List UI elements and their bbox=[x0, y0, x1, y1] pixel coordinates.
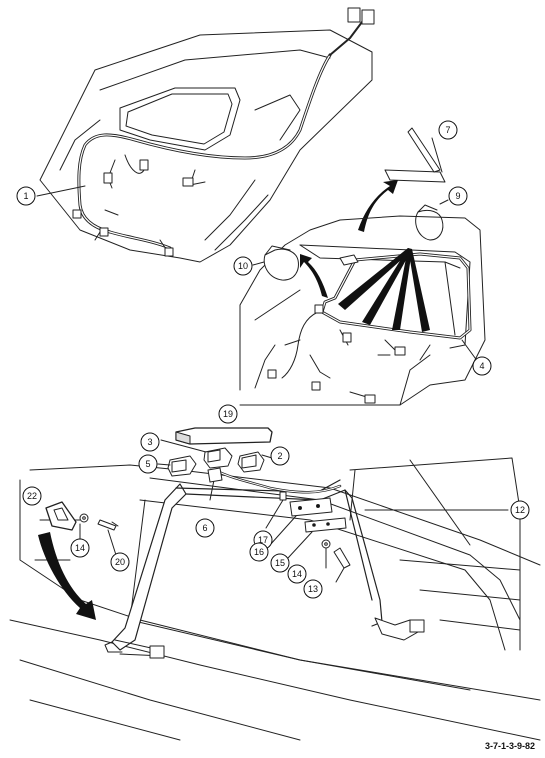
svg-text:13: 13 bbox=[308, 584, 318, 594]
svg-text:6: 6 bbox=[202, 523, 207, 533]
svg-text:9: 9 bbox=[455, 191, 460, 201]
svg-text:4: 4 bbox=[479, 361, 484, 371]
top-hatch-view bbox=[36, 7, 375, 263]
arrow-to-bracket bbox=[358, 180, 398, 232]
svg-text:14: 14 bbox=[75, 543, 85, 553]
bottom-hatch-view bbox=[9, 454, 541, 741]
callout-4: 4 bbox=[472, 356, 492, 376]
callout-9: 9 bbox=[448, 186, 468, 206]
callout-7: 7 bbox=[438, 120, 458, 140]
callout-3: 3 bbox=[140, 432, 160, 452]
svg-text:3: 3 bbox=[147, 437, 152, 447]
callout-1: 1 bbox=[16, 186, 36, 206]
callout-14-right: 14 bbox=[287, 564, 307, 584]
svg-text:7: 7 bbox=[445, 125, 450, 135]
callout-12: 12 bbox=[510, 500, 530, 520]
svg-text:12: 12 bbox=[515, 505, 525, 515]
svg-text:20: 20 bbox=[115, 557, 125, 567]
callout-20: 20 bbox=[110, 552, 130, 572]
part-7-bracket bbox=[384, 127, 446, 183]
part-16-bracket bbox=[289, 497, 333, 517]
svg-text:19: 19 bbox=[223, 409, 233, 419]
part-10-clip bbox=[252, 245, 299, 281]
svg-text:17: 17 bbox=[258, 535, 268, 545]
callout-14-left: 14 bbox=[70, 538, 90, 558]
part-14-washer-left bbox=[79, 513, 89, 523]
svg-text:5: 5 bbox=[145, 459, 150, 469]
svg-text:10: 10 bbox=[238, 261, 248, 271]
svg-text:1: 1 bbox=[23, 191, 28, 201]
callout-6: 6 bbox=[195, 518, 215, 538]
callout-15: 15 bbox=[270, 553, 290, 573]
svg-text:22: 22 bbox=[27, 491, 37, 501]
part-22-handle bbox=[45, 501, 77, 531]
mid-hatch-view bbox=[239, 215, 486, 406]
callout-2: 2 bbox=[270, 446, 290, 466]
pointer-fan bbox=[338, 248, 430, 332]
callout-10: 10 bbox=[233, 256, 253, 276]
figure-reference: 3-7-1-3-9-82 bbox=[484, 741, 535, 751]
part-9-clip bbox=[415, 199, 449, 241]
part-15-plate bbox=[304, 517, 347, 533]
svg-text:15: 15 bbox=[275, 558, 285, 568]
svg-text:2: 2 bbox=[277, 451, 282, 461]
callout-22: 22 bbox=[22, 486, 42, 506]
callout-5: 5 bbox=[138, 454, 158, 474]
svg-text:14: 14 bbox=[292, 569, 302, 579]
arrow-to-clip-10 bbox=[300, 254, 328, 298]
callout-19: 19 bbox=[218, 404, 238, 424]
callout-13: 13 bbox=[303, 579, 323, 599]
svg-text:16: 16 bbox=[254, 547, 264, 557]
callout-16: 16 bbox=[249, 542, 269, 562]
part-14-washer-right bbox=[321, 539, 331, 549]
install-arrow bbox=[38, 532, 96, 620]
connectors-group bbox=[157, 439, 265, 483]
